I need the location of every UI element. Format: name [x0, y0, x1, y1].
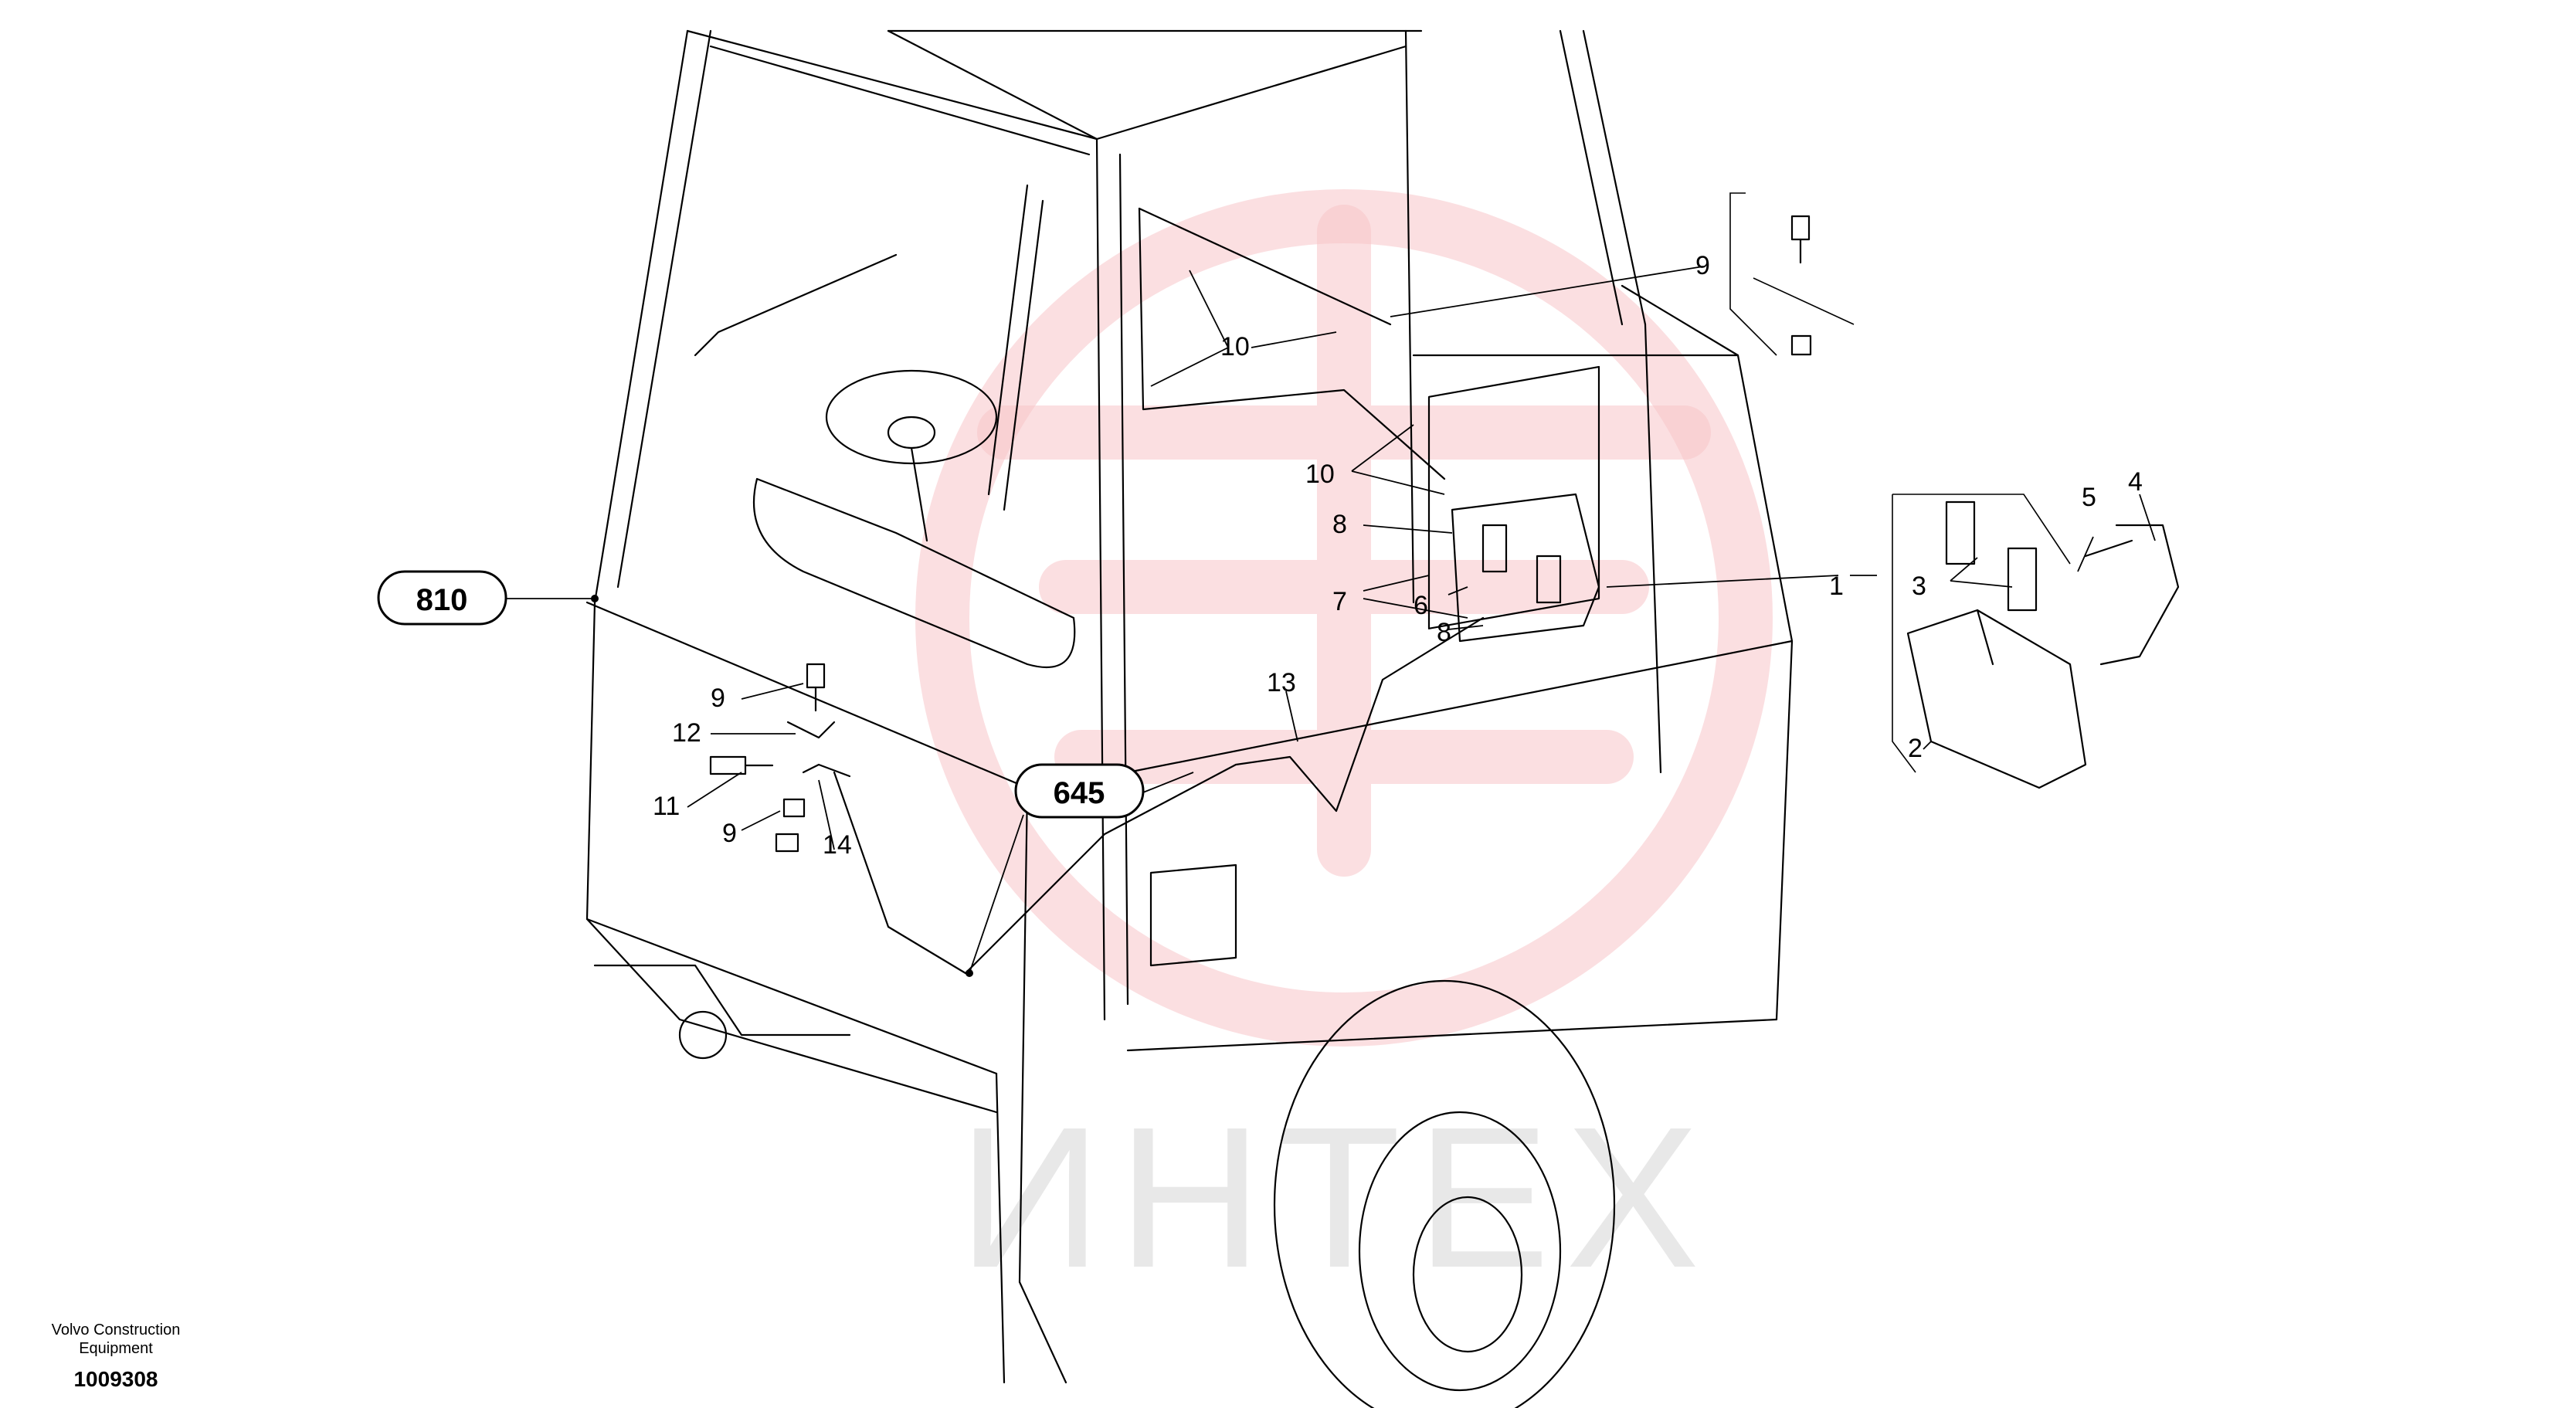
- washer-hoses: [833, 207, 1485, 975]
- watermark-logo: ИНТЕХ: [915, 189, 1773, 1310]
- part-label-11: 11: [653, 792, 680, 821]
- part-label-5: 5: [2082, 483, 2096, 512]
- part-label-7: 7: [1332, 587, 1347, 616]
- part-label-13: 13: [1267, 668, 1296, 697]
- part-label-6: 6: [1414, 591, 1428, 620]
- callout-tag-810-text: 810: [416, 583, 468, 617]
- part-label-12: 12: [672, 718, 701, 748]
- part-labels: 1 2 3 4 5 6 7 8 8 9 9 9 10 10 11 12 13 1…: [653, 251, 2143, 860]
- footer-drawing-number: 1009308: [73, 1367, 158, 1391]
- callout-tag-645[interactable]: 645: [1014, 763, 1145, 819]
- left-fastener-group: [709, 663, 851, 853]
- washer-reservoir-installed: [1451, 493, 1600, 643]
- part-label-10-upper: 10: [1220, 332, 1250, 361]
- part-label-8-upper: 8: [1332, 510, 1347, 539]
- footer-company-line2: Equipment: [79, 1340, 153, 1357]
- footer: Volvo Construction Equipment 1009308: [52, 1321, 181, 1391]
- part-label-1: 1: [1829, 572, 1844, 601]
- part-label-9-upper-right: 9: [1695, 251, 1710, 280]
- part-label-14: 14: [823, 830, 852, 860]
- exploded-washer-parts: [1729, 192, 2180, 789]
- part-label-2: 2: [1908, 734, 1923, 763]
- leader-lines: [506, 266, 2156, 977]
- callout-tag-810[interactable]: 810: [377, 570, 507, 626]
- part-label-3: 3: [1912, 572, 1926, 601]
- part-label-4: 4: [2128, 467, 2143, 497]
- part-label-9-left-lower: 9: [722, 819, 737, 848]
- part-label-9-left-upper: 9: [711, 684, 725, 713]
- footer-company-line1: Volvo Construction: [52, 1321, 181, 1338]
- forklift-outline: [585, 29, 1794, 1408]
- watermark-text: ИНТЕХ: [958, 1086, 1715, 1310]
- callout-tag-645-text: 645: [1054, 776, 1105, 810]
- part-label-10-lower: 10: [1305, 460, 1335, 489]
- part-label-8-lower: 8: [1437, 618, 1451, 647]
